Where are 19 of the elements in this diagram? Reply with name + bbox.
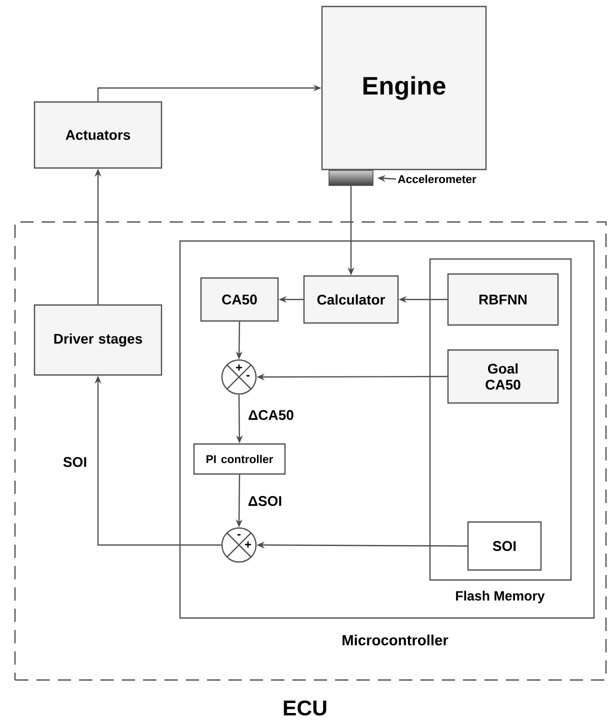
edge-label: SOI <box>62 456 88 468</box>
process-box: CA50 <box>200 277 279 322</box>
node-label: Flash Memory <box>456 590 545 604</box>
summing-junction: - + <box>221 527 257 563</box>
process-box: PI controller <box>193 443 286 475</box>
node-label: Microcontroller <box>342 634 448 646</box>
process-box: Goal CA50 <box>447 349 559 404</box>
engine-box: Engine <box>321 6 487 170</box>
summing-junction: + - <box>221 359 257 395</box>
node-label: ECU <box>284 700 326 716</box>
process-box: Driver stages <box>34 304 162 376</box>
edge-label: ΔSOI <box>246 494 284 508</box>
sensor-bar <box>328 170 374 186</box>
process-box: SOI <box>467 521 542 571</box>
process-box: Actuators <box>34 101 162 169</box>
process-box: RBFNN <box>447 273 559 326</box>
sensor-label: Accelerometer <box>398 174 476 184</box>
process-box: Calculator <box>303 275 399 324</box>
edge-label: ΔCA50 <box>246 408 296 422</box>
